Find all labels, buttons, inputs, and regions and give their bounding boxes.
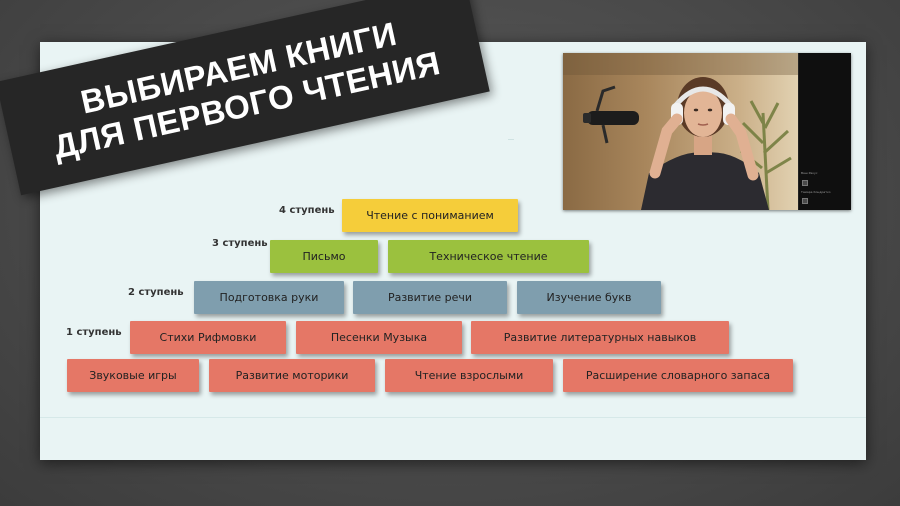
box-speech-development: Развитие речи <box>353 281 507 314</box>
video-side-panel: Ваш Ракус Тамара Кондратко <box>798 53 851 210</box>
participant-toggle-1[interactable] <box>802 180 808 186</box>
box-adult-reading: Чтение взрослыми <box>385 359 553 392</box>
participant-name-1: Ваш Ракус <box>801 171 818 175</box>
box-literary-skills: Развитие литературных навыков <box>471 321 729 354</box>
slide-divider <box>40 417 866 418</box>
box-reading-comprehension: Чтение с пониманием <box>342 199 518 232</box>
step-2-label: 2 ступень <box>128 287 184 298</box>
box-technical-reading: Техническое чтение <box>388 240 589 273</box>
box-motor-development: Развитие моторики <box>209 359 375 392</box>
step-1-label: 1 ступень <box>66 327 122 338</box>
step-4-label: 4 ступень <box>279 205 335 216</box>
box-sound-games: Звуковые игры <box>67 359 199 392</box>
slide-mark <box>508 139 514 140</box>
box-vocabulary-expansion: Расширение словарного запаса <box>563 359 793 392</box>
webcam-frame-image <box>563 53 799 210</box>
participant-toggle-2[interactable] <box>802 198 808 204</box>
box-writing: Письмо <box>270 240 378 273</box>
participant-name-2: Тамара Кондратко <box>801 190 831 194</box>
box-songs-music: Песенки Музыка <box>296 321 462 354</box>
step-3-label: 3 ступень <box>212 238 268 249</box>
box-hand-preparation: Подготовка руки <box>194 281 344 314</box>
box-letter-learning: Изучение букв <box>517 281 661 314</box>
webcam-video[interactable]: Ваш Ракус Тамара Кондратко <box>563 53 851 210</box>
box-poems-rhymes: Стихи Рифмовки <box>130 321 286 354</box>
